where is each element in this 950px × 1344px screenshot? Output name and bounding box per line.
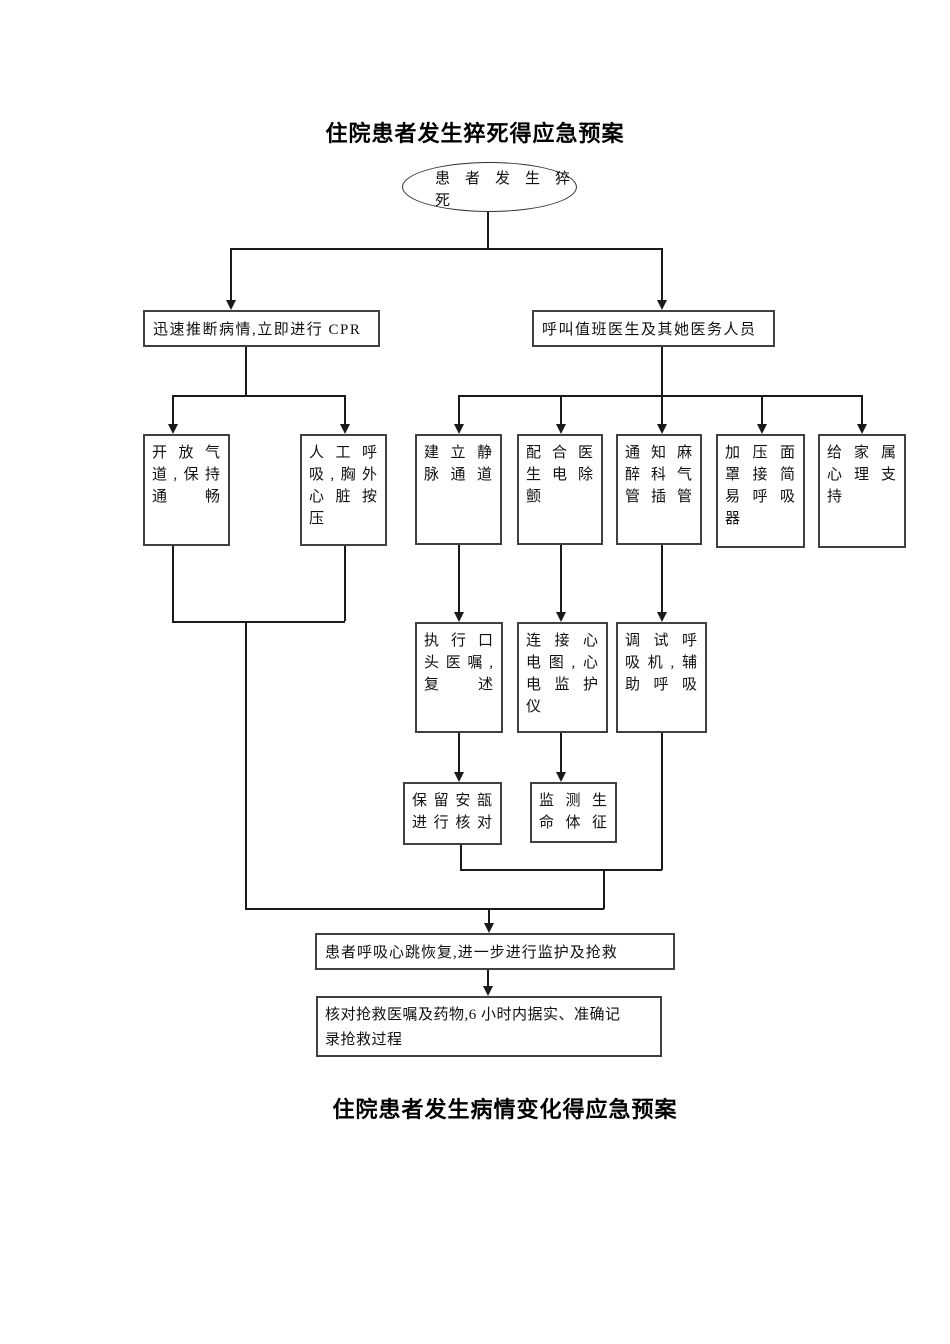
connector-line bbox=[172, 546, 174, 621]
arrow-down-icon bbox=[857, 424, 867, 434]
connector-line bbox=[861, 395, 863, 424]
connector-line bbox=[560, 395, 562, 424]
connector-line bbox=[458, 545, 460, 612]
connector-line bbox=[603, 869, 605, 909]
node-verbal-order: 执行口 头医嘱, 复述 bbox=[415, 622, 503, 733]
connector-line bbox=[344, 395, 346, 424]
connector-line bbox=[661, 545, 663, 612]
connector-line bbox=[458, 395, 460, 424]
connector-line bbox=[172, 621, 345, 623]
connector-line bbox=[245, 908, 604, 910]
arrow-down-icon bbox=[484, 923, 494, 933]
arrow-down-icon bbox=[340, 424, 350, 434]
connector-line bbox=[487, 212, 489, 248]
node-open-airway: 开放气 道,保持 通畅 bbox=[143, 434, 230, 546]
connector-line bbox=[172, 395, 345, 397]
connector-line bbox=[661, 733, 663, 870]
node-family-support: 给家属 心理支 持 bbox=[818, 434, 906, 548]
node-keep-ampoule: 保留安瓿 进行核对 bbox=[403, 782, 502, 845]
connector-line bbox=[560, 545, 562, 612]
arrow-down-icon bbox=[556, 424, 566, 434]
arrow-down-icon bbox=[556, 612, 566, 622]
connector-line bbox=[172, 395, 174, 424]
node-intubation: 通知麻 醉科气 管插管 bbox=[616, 434, 702, 545]
arrow-down-icon bbox=[657, 612, 667, 622]
arrow-down-icon bbox=[168, 424, 178, 434]
connector-line bbox=[488, 908, 490, 924]
node-assess-cpr: 迅速推断病情,立即进行 CPR bbox=[143, 310, 380, 347]
connector-line bbox=[661, 395, 663, 424]
start-node: 患者发生猝 死 bbox=[402, 162, 577, 212]
arrow-down-icon bbox=[556, 772, 566, 782]
node-ecg-monitor: 连接心 电图,心 电监护 仪 bbox=[517, 622, 608, 733]
start-node-label: 患者发生猝 死 bbox=[435, 171, 571, 209]
node-mask-resuscitator: 加压面 罩接简 易呼吸 器 bbox=[716, 434, 805, 548]
node-verify-record: 核对抢救医嘱及药物,6 小时内据实、准确记 录抢救过程 bbox=[316, 996, 662, 1057]
connector-line bbox=[661, 248, 663, 301]
connector-line bbox=[245, 347, 247, 396]
arrow-down-icon bbox=[454, 772, 464, 782]
arrow-down-icon bbox=[757, 424, 767, 434]
arrow-down-icon bbox=[657, 424, 667, 434]
node-call-doctor: 呼叫值班医生及其她医务人员 bbox=[532, 310, 775, 347]
connector-line bbox=[560, 733, 562, 772]
arrow-down-icon bbox=[483, 986, 493, 996]
arrow-down-icon bbox=[454, 612, 464, 622]
connector-line bbox=[458, 733, 460, 772]
node-iv-line: 建立静 脉通道 bbox=[415, 434, 502, 545]
arrow-down-icon bbox=[226, 300, 236, 310]
node-vital-signs: 监测生 命体征 bbox=[530, 782, 617, 843]
connector-line bbox=[460, 869, 662, 871]
node-manual-cpr: 人工呼 吸,胸外 心脏按 压 bbox=[300, 434, 387, 546]
connector-line bbox=[230, 248, 662, 250]
node-ventilator: 调试呼 吸机,辅 助呼吸 bbox=[616, 622, 707, 733]
connector-line bbox=[460, 845, 462, 870]
node-defibrillation: 配合医 生电除 颤 bbox=[517, 434, 603, 545]
connector-line bbox=[487, 970, 489, 986]
connector-line bbox=[245, 621, 247, 909]
connector-line bbox=[761, 395, 763, 424]
connector-line bbox=[661, 347, 663, 396]
connector-line bbox=[344, 546, 346, 621]
connector-line bbox=[230, 248, 232, 301]
arrow-down-icon bbox=[454, 424, 464, 434]
page-title-sudden-death: 住院患者发生猝死得应急预案 bbox=[325, 121, 625, 146]
page-title-condition-change: 住院患者发生病情变化得应急预案 bbox=[332, 1097, 678, 1122]
node-recovery-monitor: 患者呼吸心跳恢复,进一步进行监护及抢救 bbox=[315, 933, 675, 970]
arrow-down-icon bbox=[657, 300, 667, 310]
connector-line bbox=[458, 395, 862, 397]
